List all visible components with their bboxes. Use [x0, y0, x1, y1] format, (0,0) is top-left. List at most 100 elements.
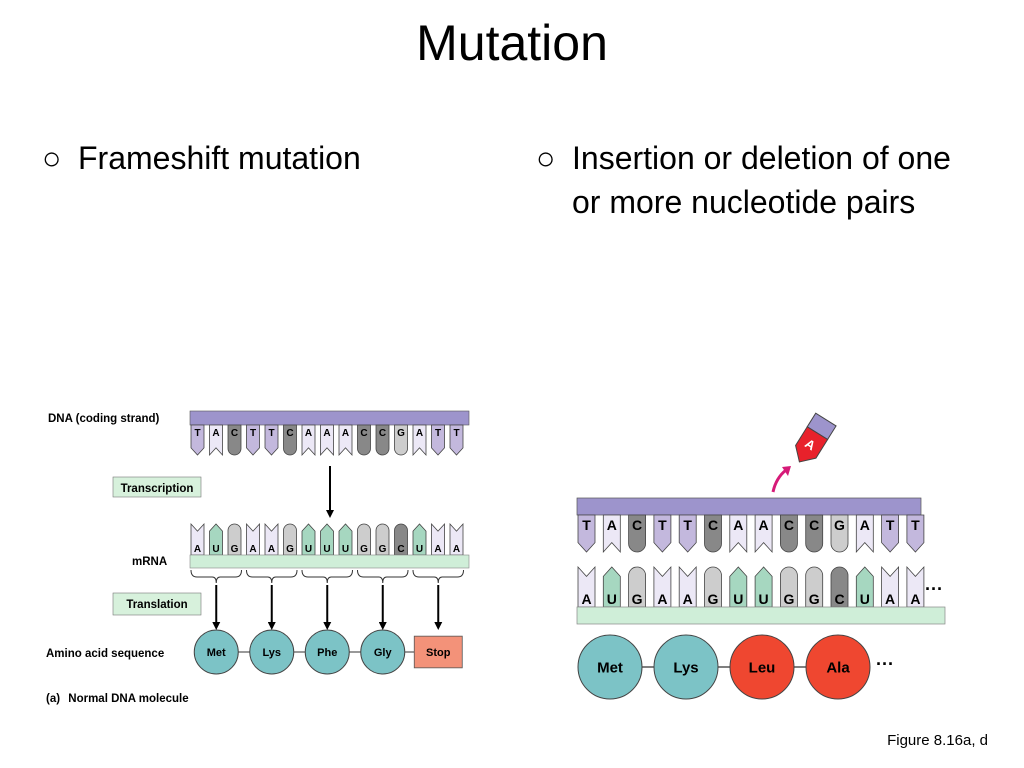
- nucleotide-letter: A: [342, 428, 349, 439]
- nucleotide-shape: [394, 424, 408, 456]
- dna-right-base-4: T: [678, 514, 697, 553]
- mrna-base-2: G: [227, 523, 242, 556]
- dna-base-8: A: [338, 424, 353, 457]
- amino-acid-name: Phe: [317, 647, 337, 659]
- mrna-right-base-6: U: [729, 566, 748, 608]
- amino-acid-name: Stop: [426, 647, 451, 659]
- nucleotide-shape: [653, 514, 672, 553]
- amino-acid-circle: [729, 634, 795, 700]
- nucleotide-shape: [678, 514, 697, 553]
- nucleotide-shape: [283, 424, 297, 456]
- nucleotide-letter: A: [733, 517, 743, 533]
- translation-arrows: [212, 585, 443, 630]
- nucleotide-shape: [375, 424, 390, 456]
- nucleotide-letter: C: [360, 428, 367, 439]
- nucleotide-shape: [704, 566, 722, 608]
- amino-acid-name: Gly: [374, 647, 393, 659]
- nucleotide-shape: [338, 424, 353, 457]
- dna-right-base-7: A: [754, 514, 773, 554]
- codon-brace: [246, 569, 298, 584]
- dna-strand-label: DNA (coding strand): [48, 413, 160, 425]
- amino-acid-name: Met: [597, 659, 623, 676]
- dna-backbone-right: [576, 497, 922, 516]
- nucleotide-letter: C: [286, 428, 293, 439]
- dna-base-10: C: [375, 424, 390, 456]
- nucleotide-letter: C: [397, 544, 404, 555]
- dna-right-base-3: T: [653, 514, 672, 553]
- dna-base-3: T: [246, 424, 260, 456]
- mrna-base-4: A: [264, 522, 279, 556]
- amino-acid-name: Lys: [673, 659, 698, 676]
- nucleotide-shape: [227, 424, 242, 456]
- mrna-base-13: A: [431, 522, 445, 556]
- amino-acid-chain-right: Met Lys Leu Ala: [577, 634, 871, 700]
- mutant-amino-3: Ala: [805, 634, 871, 700]
- insertion-arrowhead: [782, 466, 791, 476]
- mrna-right-base-9: G: [805, 566, 824, 608]
- nucleotide-shape: [227, 523, 242, 556]
- mrna-base-12: U: [412, 523, 427, 556]
- amino-acid-name: Ala: [826, 659, 850, 676]
- nucleotide-shape: [881, 514, 899, 553]
- mrna-base-14: A: [449, 522, 464, 556]
- nucleotide-letter: U: [607, 591, 617, 607]
- nucleotide-shape: [805, 514, 824, 553]
- mrna-right-base-3: A: [653, 565, 672, 608]
- dna-base-13: T: [431, 424, 445, 456]
- normal-amino-3: Gly: [360, 629, 406, 675]
- nucleotide-letter: U: [416, 544, 423, 555]
- dna-base-0: T: [190, 424, 205, 456]
- nucleotide-shape: [394, 523, 408, 556]
- dna-right-base-9: C: [805, 514, 824, 553]
- panel-letter: (a): [46, 693, 60, 705]
- dna-right-base-6: A: [729, 514, 748, 554]
- mrna-base-10: G: [375, 523, 390, 556]
- dna-base-5: C: [283, 424, 297, 456]
- codon-braces: [190, 569, 464, 584]
- nucleotide-shape: [209, 424, 223, 457]
- mrna-right-base-1: U: [602, 566, 621, 608]
- nucleotide-letter: G: [632, 591, 643, 607]
- nucleotide-letter: A: [453, 544, 460, 555]
- mutant-amino-1: Lys: [653, 634, 719, 700]
- nucleotide-letter: A: [759, 517, 769, 533]
- nucleotide-letter: T: [658, 517, 667, 533]
- amino-acid-circle: [653, 634, 719, 700]
- mutant-amino-2: Leu: [729, 634, 795, 700]
- nucleotide-letter: A: [657, 591, 667, 607]
- mrna-right-base-4: A: [678, 565, 697, 608]
- amino-acid-circle: [249, 629, 295, 675]
- mrna-base-7: U: [320, 523, 334, 556]
- dna-base-11: G: [394, 424, 408, 456]
- mrna-right-base-2: G: [628, 566, 646, 608]
- nucleotide-letter: G: [708, 591, 719, 607]
- amino-acid-circle: [304, 629, 350, 675]
- mrna-base-3: A: [246, 522, 260, 556]
- nucleotide-letter: A: [305, 428, 312, 439]
- dna-right-base-12: T: [881, 514, 899, 553]
- mrna-right-base-7: U: [754, 566, 773, 608]
- dna-base-6: A: [301, 424, 316, 457]
- dna-right-base-2: C: [628, 514, 646, 553]
- nucleotide-shape: [577, 514, 596, 553]
- dna-right-base-13: T: [906, 514, 925, 553]
- mrna-right-base-0: A: [577, 565, 596, 608]
- nucleotide-letter: A: [607, 517, 617, 533]
- svg-text:(a) Normal DNA molecule: (a) Normal DNA molecule: [46, 693, 189, 705]
- transcription-box: [112, 476, 202, 498]
- nucleotide-letter: A: [860, 517, 870, 533]
- nucleotide-letter: T: [268, 428, 274, 439]
- mrna-base-0: A: [190, 522, 205, 556]
- nucleotide-shape: [190, 424, 205, 456]
- nucleotide-letter: C: [834, 591, 844, 607]
- mrna-base-9: G: [357, 523, 371, 556]
- nucleotide-shape: [754, 514, 773, 554]
- dna-base-7: A: [320, 424, 334, 457]
- nucleotide-letter: G: [809, 591, 820, 607]
- nucleotide-letter: C: [708, 517, 718, 533]
- nucleotide-shape: [602, 514, 621, 554]
